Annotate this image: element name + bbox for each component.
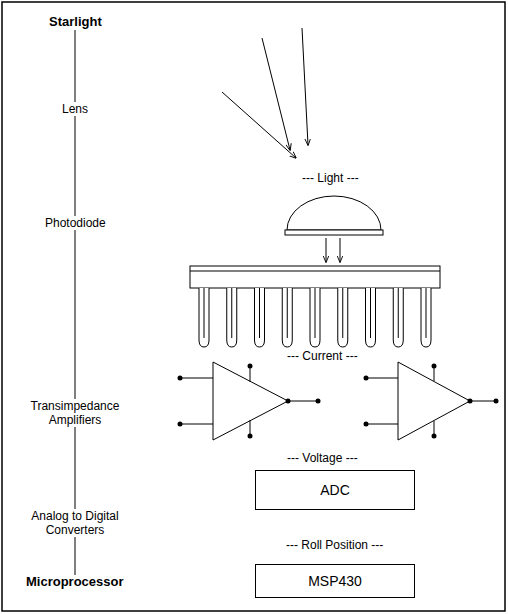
photodiode-array (190, 266, 440, 347)
photodiode-pin (342, 288, 343, 338)
photodiode-pin (282, 288, 292, 347)
stage-label: Microprocessor (24, 575, 126, 589)
process-box: ADC (255, 470, 415, 510)
photodiode-pin (199, 288, 209, 347)
signal-label: --- Light --- (300, 171, 361, 185)
photodiode-pin (259, 288, 260, 338)
photodiode-pin (204, 288, 205, 338)
photodiode-pin (310, 288, 320, 347)
stage-label: Analog to Digital Converters (23, 509, 127, 537)
photodiode-pin (231, 288, 232, 338)
signal-label: --- Current --- (285, 349, 360, 363)
signal-label: --- Roll Position --- (284, 538, 385, 552)
photodiode-pin (421, 288, 431, 347)
box-text: MSP430 (308, 573, 362, 590)
photodiode-pin (315, 288, 316, 338)
photodiode-pin (370, 288, 371, 338)
opamp-symbol (178, 362, 321, 440)
photodiode-pin (255, 288, 265, 347)
photodiode-pin (366, 288, 376, 347)
light-rays (222, 28, 308, 158)
stage-label: Lens (60, 102, 90, 116)
stage-label: Transimpedance Amplifiers (17, 399, 133, 427)
lens-symbol (285, 196, 383, 262)
box-text: ADC (320, 482, 350, 499)
photodiode-pin (426, 288, 427, 338)
signal-label: --- Voltage --- (285, 451, 360, 465)
photodiode-pin (398, 288, 399, 338)
process-box: MSP430 (255, 564, 415, 598)
photodiode-pin (287, 288, 288, 338)
stage-label: Photodiode (43, 216, 108, 230)
stage-label: Starlight (47, 15, 104, 29)
photodiode-pin (393, 288, 403, 347)
opamp-symbol (364, 362, 499, 440)
photodiode-pin (338, 288, 348, 347)
photodiode-pin (227, 288, 237, 347)
